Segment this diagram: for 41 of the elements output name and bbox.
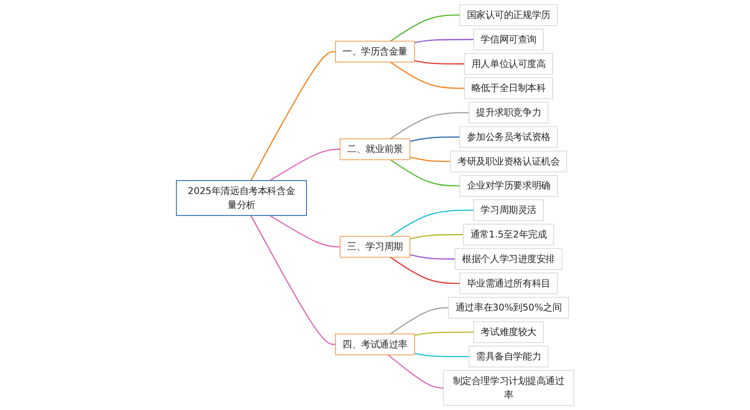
connector (250, 215, 336, 345)
connector (410, 136, 460, 142)
node-box: 根据个人学习进度安排 (454, 248, 562, 270)
node-box: 学信网可查询 (473, 28, 544, 50)
node-box: 考研及职业资格认证机会 (450, 150, 567, 172)
connector (410, 254, 456, 260)
node-box: 三、学习周期 (340, 236, 410, 258)
node-box: 毕业需通过所有科目 (460, 272, 558, 294)
node-box: 制定合理学习计划提高通过率 (443, 370, 574, 406)
connector (390, 62, 464, 89)
node-box: 用人单位认可度高 (464, 53, 553, 75)
node-box: 参加公务员考试资格 (460, 126, 558, 148)
connector (414, 352, 470, 358)
node-box: 提升求职竞争力 (468, 102, 548, 124)
connector (390, 210, 474, 237)
connector (390, 307, 448, 334)
connector (390, 256, 460, 284)
node-box: 需具备自学能力 (468, 346, 548, 368)
connector (410, 156, 450, 162)
connector (390, 112, 470, 140)
connector (270, 214, 340, 248)
node-box: 2025年清远自考本科含金量分析 (176, 180, 307, 216)
connector (414, 332, 474, 336)
connector (414, 38, 474, 44)
node-box: 国家认可的正规学历 (460, 4, 558, 26)
node-box: 一、学历含金量 (335, 40, 415, 63)
node-box: 企业对学历要求明确 (460, 175, 558, 197)
node-box: 略低于全日制本科 (464, 78, 553, 100)
node-box: 二、就业前景 (340, 138, 410, 160)
node-box: 通常1.5至2年完成 (463, 224, 554, 246)
node-box: 考试难度较大 (473, 321, 544, 343)
connector (410, 234, 464, 240)
node-box: 四、考试通过率 (335, 334, 415, 356)
connector (388, 354, 444, 388)
connector (390, 14, 460, 42)
connector (414, 60, 464, 64)
node-box: 通过率在30%到50%之间 (448, 297, 569, 319)
connector (270, 148, 340, 182)
node-box: 学习周期灵活 (473, 199, 544, 221)
connector (250, 51, 336, 181)
connector (390, 159, 460, 186)
